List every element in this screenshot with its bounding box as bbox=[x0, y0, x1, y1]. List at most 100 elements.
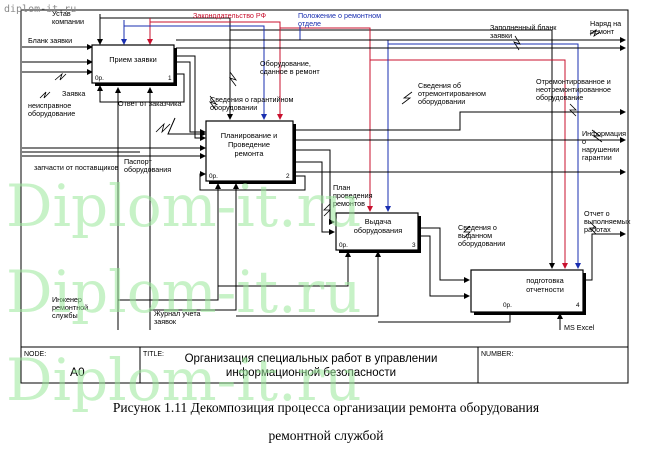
arrow-box2-to-box3 bbox=[294, 149, 335, 225]
arrow-engineer-mech-2 bbox=[118, 183, 221, 301]
box-2-rect bbox=[205, 120, 294, 182]
arrow-box3-report bbox=[420, 235, 470, 299]
box-1-rect bbox=[91, 44, 175, 84]
label-report-3: работах bbox=[584, 225, 611, 234]
box-4-number: 4 bbox=[576, 302, 580, 309]
label-issued-2: выданном bbox=[458, 231, 492, 240]
label-equip-received-2: сданное в ремонт bbox=[260, 67, 320, 76]
arrow-labels: Устав компании Законодательство РФ Полож… bbox=[28, 9, 631, 332]
arrow-journal-mech-2 bbox=[150, 183, 239, 311]
title-label: TITLE: bbox=[143, 351, 164, 358]
squiggle-filled-blank bbox=[513, 35, 521, 51]
arrow-passport bbox=[167, 117, 206, 137]
squiggle-customer-answer bbox=[155, 122, 171, 134]
label-plan-2: проведения bbox=[333, 191, 373, 200]
label-work-order-1: Наряд на bbox=[590, 19, 621, 28]
label-issued-1: Сведения о bbox=[458, 223, 497, 232]
box-3-code: 0р. bbox=[339, 242, 348, 249]
label-engineer-2: ремонтной bbox=[52, 303, 88, 312]
label-repaired-eq-1: Отремонтированное и bbox=[536, 77, 611, 86]
label-report-2: выполняемых bbox=[584, 217, 631, 226]
box-4-rect bbox=[470, 269, 584, 313]
label-repaired-info-2: отремонтированном bbox=[418, 89, 486, 98]
box-3-name-line1: Выдача bbox=[365, 217, 392, 226]
squiggle-repaired-info bbox=[401, 91, 413, 105]
watermark-row-2: Diplom-it.ru bbox=[6, 258, 362, 326]
arrow-box4-bottom bbox=[378, 314, 511, 323]
box-1[interactable]: Прием заявки 0р. 1 bbox=[91, 44, 177, 86]
label-warranty-info-2: оборудовании bbox=[210, 103, 257, 112]
label-journal-2: заявок bbox=[154, 317, 177, 326]
arrow-box2-repaired bbox=[294, 109, 626, 131]
watermarks: diplom-it.ru Diplom-it.ru Diplom-it.ru D… bbox=[4, 4, 362, 414]
squiggle-warranty-info bbox=[208, 95, 218, 111]
arrow-customer-answer bbox=[97, 73, 185, 103]
squiggle-broken bbox=[39, 91, 51, 99]
number-label: NUMBER: bbox=[481, 351, 513, 358]
label-violation-1: Информация bbox=[582, 129, 626, 138]
squiggle-repaired-eq bbox=[569, 103, 577, 117]
label-repaired-info-1: Сведения об bbox=[418, 81, 461, 90]
label-journal-1: Журнал учета bbox=[154, 309, 201, 318]
box-2[interactable]: Планирование и Проведение ремонта 0р. 2 bbox=[205, 120, 296, 184]
label-filled-blank-2: заявки bbox=[490, 31, 512, 40]
label-ustav-2: компании bbox=[52, 17, 84, 26]
squiggle-issued bbox=[463, 225, 471, 239]
label-ustav-1: Устав bbox=[52, 9, 71, 18]
arrow-box1-equipment bbox=[176, 61, 206, 135]
node-value: A0 bbox=[70, 365, 85, 379]
watermark-row-3: Diplom-it.ru bbox=[6, 346, 362, 414]
arrow-box1-to-box2 bbox=[176, 55, 206, 141]
box-4-name-line2: отчетности bbox=[526, 285, 564, 294]
label-work-order-2: ремонт bbox=[590, 27, 615, 36]
box-4-name-line1: подготовка bbox=[526, 276, 564, 285]
figure-caption-line-1: Рисунок 1.11 Декомпозиция процесса орган… bbox=[112, 400, 540, 415]
label-reg-1: Положение о ремонтном bbox=[298, 11, 381, 20]
box-1-code: 0р. bbox=[95, 75, 104, 82]
squiggle-violation bbox=[591, 129, 603, 143]
box-2-number: 2 bbox=[286, 173, 290, 180]
label-warranty-info-1: Сведения о гарантийном bbox=[210, 95, 294, 104]
arrow-law-to-box2 bbox=[150, 21, 283, 120]
arrow-box2-feedback bbox=[199, 171, 306, 191]
label-parts: запчасти от поставщиков bbox=[34, 163, 119, 172]
label-passport-2: оборудования bbox=[124, 165, 171, 174]
squiggle-report bbox=[589, 221, 597, 235]
arrow-journal-mech-3 bbox=[236, 251, 381, 317]
label-issued-3: оборудовании bbox=[458, 239, 505, 248]
box-1-number: 1 bbox=[168, 75, 172, 82]
label-violation-3: нарушении bbox=[582, 145, 619, 154]
label-repaired-eq-3: оборудование bbox=[536, 93, 583, 102]
box-4-code: 0р. bbox=[503, 302, 512, 309]
box-2-name-line1: Планирование и bbox=[221, 131, 278, 140]
figure-caption-line-2: ремонтной службой bbox=[268, 428, 384, 443]
label-repaired-eq-2: неотремонтированное bbox=[536, 85, 611, 94]
label-msexcel: MS Excel bbox=[564, 323, 595, 332]
box-1-name: Прием заявки bbox=[109, 55, 157, 64]
squiggle-zayavka bbox=[54, 72, 67, 81]
label-customer-answer: Ответ от заказчика bbox=[118, 99, 181, 108]
arrow-ustav-to-box2 bbox=[100, 17, 233, 120]
label-plan-1: План bbox=[333, 183, 350, 192]
label-report-1: Отчет о bbox=[584, 209, 610, 218]
title-block: NODE: A0 TITLE: Организация специальных … bbox=[21, 346, 628, 383]
arrow-reg-to-box4 bbox=[388, 43, 581, 269]
label-broken-1: неисправное bbox=[28, 101, 71, 110]
squiggle-equip-received bbox=[228, 71, 238, 87]
watermark-row-1: Diplom-it.ru bbox=[6, 172, 362, 240]
label-repaired-info-3: оборудовании bbox=[418, 97, 465, 106]
arrow-box4-report bbox=[584, 231, 626, 281]
squiggle-work-order bbox=[589, 29, 601, 37]
watermark-top-left: diplom-it.ru bbox=[4, 4, 76, 15]
box-3[interactable]: Выдача оборудования 0р. 3 bbox=[335, 212, 421, 253]
title-line-1: Организация специальных работ в управлен… bbox=[185, 353, 438, 365]
arrow-law-to-box3 bbox=[280, 27, 373, 212]
label-violation-2: о bbox=[582, 137, 586, 146]
box-4[interactable]: подготовка отчетности 0р. 4 bbox=[470, 269, 586, 315]
label-engineer-1: Инженер bbox=[52, 295, 82, 304]
arrow-engineer-mech-3 bbox=[218, 251, 351, 287]
label-filled-blank-1: Заполненный бланк bbox=[490, 23, 557, 32]
label-squiggles bbox=[39, 29, 603, 239]
box-2-name-line3: ремонта bbox=[235, 149, 265, 158]
label-plan-3: ремонтов bbox=[333, 199, 365, 208]
